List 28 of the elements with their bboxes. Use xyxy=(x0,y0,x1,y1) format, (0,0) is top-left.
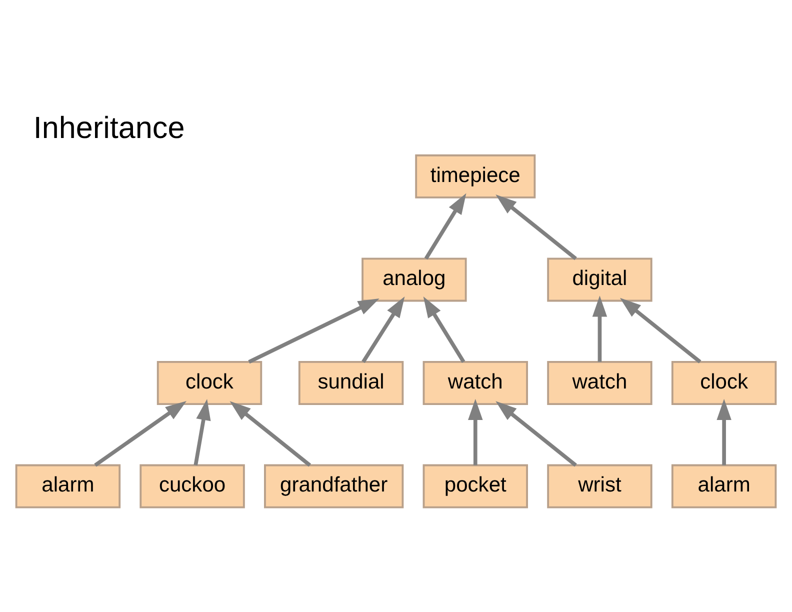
arrow xyxy=(423,296,466,362)
arrow xyxy=(230,400,312,466)
node-box: pocket xyxy=(422,464,528,508)
node-box: analog xyxy=(362,257,467,302)
node-box: alarm xyxy=(671,464,777,508)
arrow xyxy=(424,192,466,260)
arrow xyxy=(716,398,732,465)
node-box: wrist xyxy=(547,464,652,508)
arrow xyxy=(362,296,405,362)
node-box: watch xyxy=(422,360,528,405)
node-box: timepiece xyxy=(415,154,536,198)
node-box: watch xyxy=(547,360,652,405)
node-box: digital xyxy=(547,257,652,302)
arrow xyxy=(496,194,577,260)
node-box: cuckoo xyxy=(140,464,245,508)
arrow xyxy=(248,298,380,364)
node-box: clock xyxy=(671,360,777,405)
arrow xyxy=(620,297,702,363)
node-box: grandfather xyxy=(264,464,404,508)
node-box: clock xyxy=(156,360,262,405)
diagram-title: Inheritance xyxy=(33,110,185,144)
node-box: alarm xyxy=(15,464,121,508)
arrow xyxy=(496,400,577,466)
arrow xyxy=(94,400,187,466)
arrow xyxy=(468,398,483,465)
arrow xyxy=(592,295,608,362)
arrow xyxy=(194,398,211,466)
node-box: sundial xyxy=(298,360,404,405)
